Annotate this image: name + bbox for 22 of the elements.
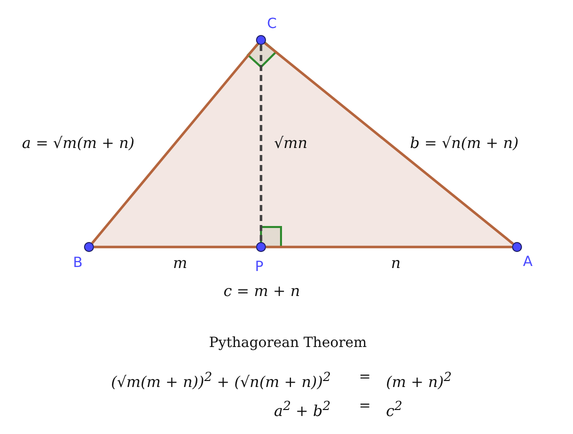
altitude-line — [260, 45, 262, 242]
edge-label: b = √n(m + n) — [410, 134, 519, 152]
equation-text: a$^{2}$ + b$^{2}$ — [274, 397, 331, 420]
triangle-side — [264, 42, 514, 245]
point-label: A — [523, 254, 533, 270]
triangle-side — [94, 246, 256, 248]
point-label: C — [267, 16, 277, 32]
point-label: P — [255, 259, 264, 275]
edge-label: m — [173, 254, 188, 272]
triangle-side — [266, 246, 512, 248]
triangle-side — [91, 43, 259, 244]
equation-text: (m + n)$^{2}$ — [386, 368, 452, 391]
heading: Pythagorean Theorem — [209, 334, 367, 352]
equation-text: c$^{2}$ — [386, 397, 402, 420]
edge-label: √mn — [274, 134, 308, 152]
edge-label: n — [391, 254, 401, 272]
equals-sign: = — [359, 368, 371, 386]
edge-label: a = √m(m + n) — [22, 134, 135, 152]
equation-text: (√m(m + n))$^{2}$ + (√n(m + n))$^{2}$ — [111, 368, 331, 391]
equals-sign: = — [359, 397, 371, 415]
point-label: B — [73, 255, 83, 271]
equation-text: c = m + n — [224, 282, 300, 300]
